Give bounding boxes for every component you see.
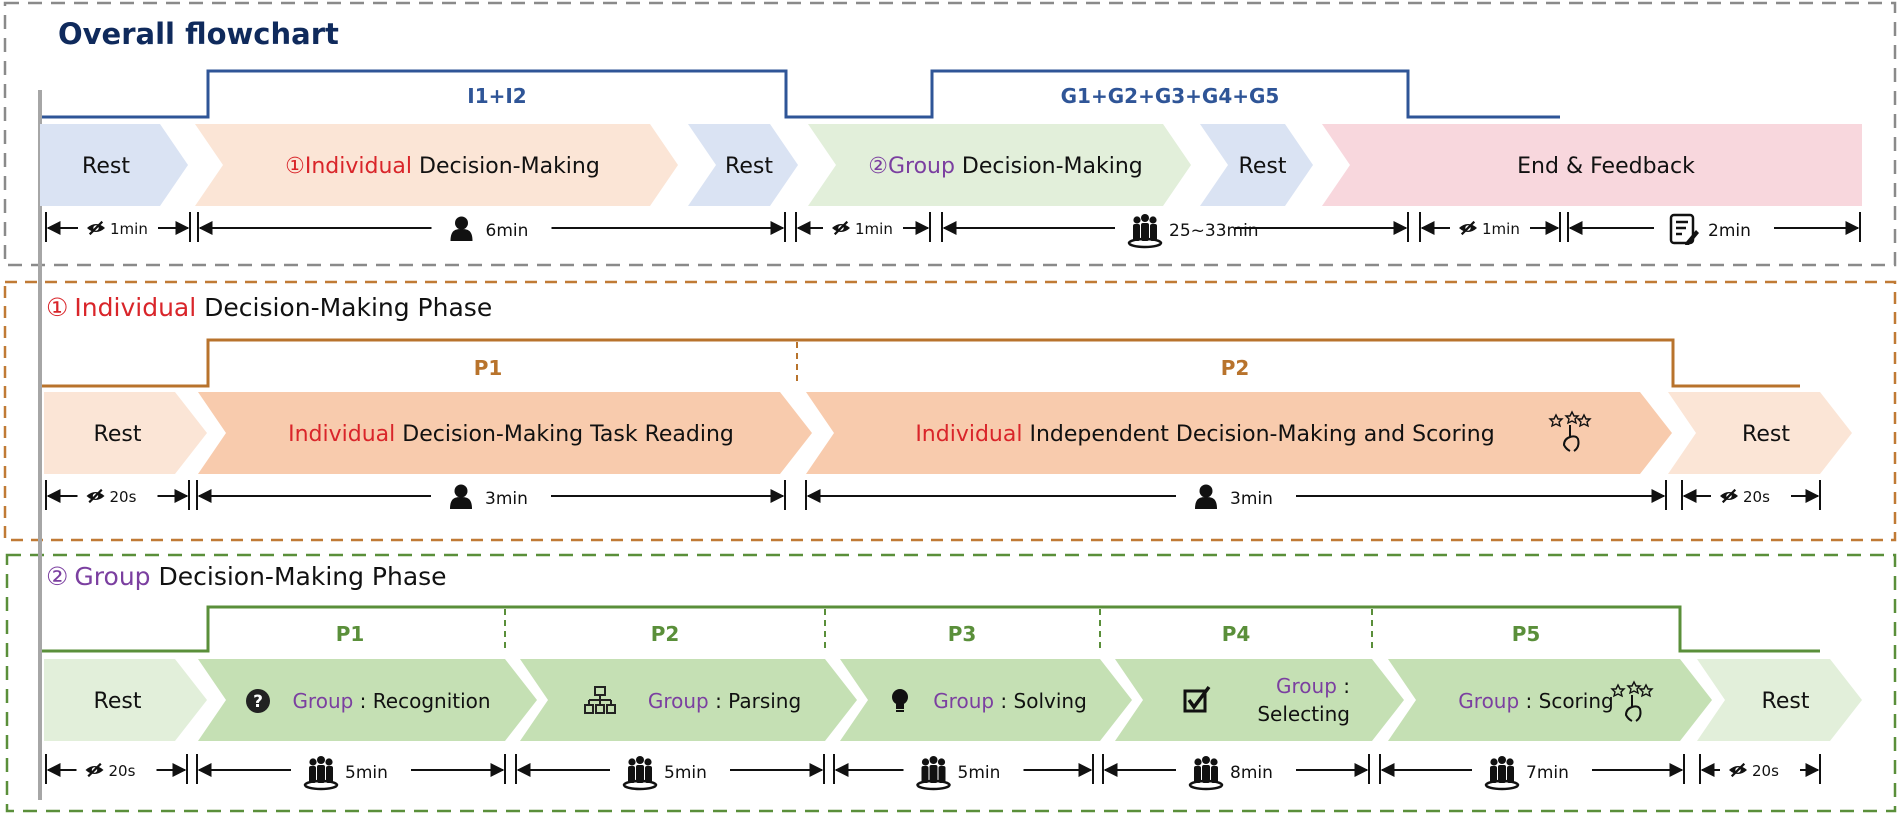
stage-label: Group : Scoring: [1458, 689, 1613, 713]
stage-task: [840, 659, 1132, 741]
step-label-p1: P1: [474, 356, 503, 380]
duration-label: 6min: [486, 221, 529, 241]
question-circle-icon: [246, 689, 270, 713]
duration-label: 20s: [1752, 762, 1779, 780]
duration-label: 20s: [109, 762, 136, 780]
stage-end-feedback: [1322, 124, 1862, 206]
stage-task: [198, 392, 812, 474]
stage-label: Rest: [1762, 689, 1810, 714]
stage-label: Group : Parsing: [648, 689, 801, 713]
duration-label: 7min: [1526, 763, 1569, 783]
duration-label: 1min: [1482, 220, 1520, 238]
stage-rest: [40, 124, 188, 206]
duration-label: 8min: [1230, 763, 1273, 783]
step-label-p3: P3: [948, 622, 977, 646]
step-label-group: G1+G2+G3+G4+G5: [1061, 84, 1280, 108]
duration-label: 1min: [855, 220, 893, 238]
step-label-individual: I1+I2: [467, 84, 526, 108]
stage-rest: [44, 659, 207, 741]
duration-label: 5min: [345, 763, 388, 783]
stage-task: [198, 659, 537, 741]
stage-rest: [44, 392, 207, 474]
stage-task: [520, 659, 857, 741]
duration-label: 1min: [110, 220, 148, 238]
stage-label-line2: Selecting: [1257, 702, 1350, 726]
duration-label: 25~33min: [1169, 221, 1259, 241]
stage-rest: [1697, 659, 1862, 741]
step-label-p4: P4: [1222, 622, 1251, 646]
stage-rest: [1200, 124, 1313, 206]
stage-label: End & Feedback: [1517, 154, 1695, 179]
stage-label: Group : Recognition: [292, 689, 490, 713]
stage-label: Rest: [1742, 422, 1790, 447]
stage-label: Group :: [1276, 674, 1350, 698]
step-label-p2: P2: [1221, 356, 1250, 380]
duration-label: 3min: [485, 489, 528, 509]
duration-label: 20s: [110, 488, 137, 506]
stage-label: Rest: [94, 422, 142, 447]
stage-label: Rest: [1239, 154, 1287, 179]
duration-label: 20s: [1743, 488, 1770, 506]
duration-label: 5min: [958, 763, 1001, 783]
stage-label: Rest: [725, 154, 773, 179]
duration-label: 3min: [1230, 489, 1273, 509]
stage-group: [808, 124, 1191, 206]
stage-label: Individual Decision-Making Task Reading: [288, 422, 734, 447]
stage-rest: [688, 124, 798, 206]
overall-step-line: [42, 69, 1560, 119]
step-label-p2: P2: [651, 622, 680, 646]
stage-label: ②Group Decision-Making: [868, 154, 1143, 179]
overall-frame: [3, 1, 1897, 267]
stage-task: [806, 392, 1672, 474]
stage-label: Group : Solving: [933, 689, 1087, 713]
overall-title: Overall flowchart: [58, 17, 339, 51]
stage-rest: [1668, 392, 1852, 474]
step-label-p5: P5: [1512, 622, 1541, 646]
individual-frame: [3, 280, 1897, 542]
stage-label: Rest: [94, 689, 142, 714]
group-frame: [5, 553, 1897, 813]
stage-individual: [195, 124, 678, 206]
step-label-p1: P1: [336, 622, 365, 646]
individual-step-line: [42, 338, 1800, 388]
group-step-line: [42, 605, 1820, 653]
duration-label: 5min: [664, 763, 707, 783]
duration-label: 2min: [1708, 221, 1751, 241]
stage-label: ①Individual Decision-Making: [285, 154, 600, 179]
stage-label: Rest: [82, 154, 130, 179]
stage-task: [1115, 659, 1404, 741]
stage-label: Individual Independent Decision-Making a…: [915, 422, 1494, 447]
